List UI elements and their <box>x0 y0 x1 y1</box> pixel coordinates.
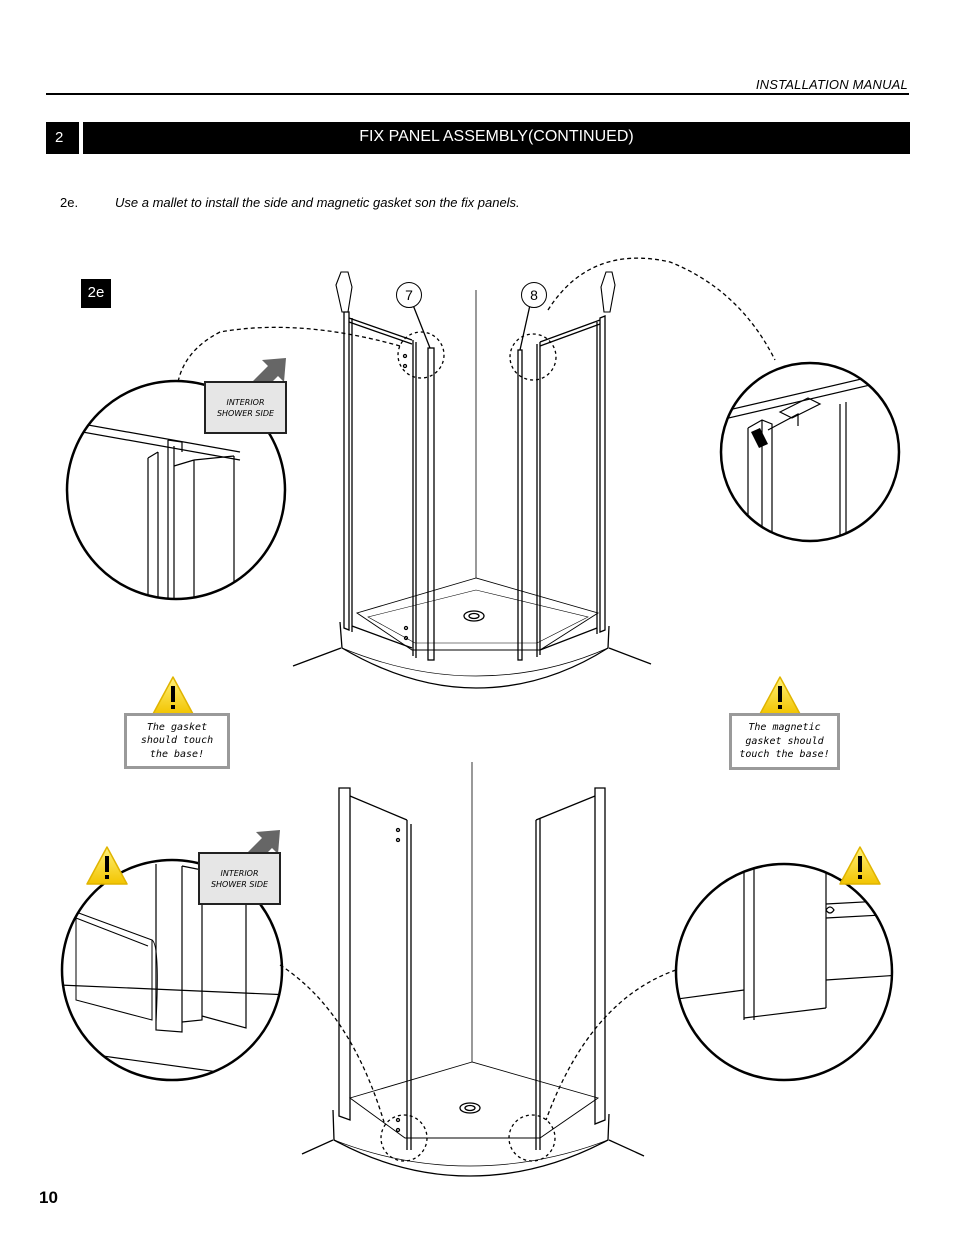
callout-7: 7 <box>396 282 422 308</box>
warning-triangle-icon <box>759 676 801 715</box>
warning-triangle-icon <box>152 676 194 715</box>
manual-label: INSTALLATION MANUAL <box>755 77 908 92</box>
warning-triangle-icon <box>839 846 881 885</box>
page-number: 10 <box>39 1188 58 1207</box>
warning-triangle-icon <box>86 846 128 885</box>
warning-note-magnetic-gasket: The magnetic gasket should touch the bas… <box>729 713 840 770</box>
bottom-shower-enclosure <box>301 762 645 1177</box>
section-title: FIX PANEL ASSEMBLY(CONTINUED) <box>83 122 910 154</box>
step-number: 2e. <box>60 195 79 210</box>
step-instruction: Use a mallet to install the side and mag… <box>115 195 520 210</box>
interior-side-label-top: INTERIOR SHOWER SIDE <box>204 381 287 434</box>
interior-side-label-bottom: INTERIOR SHOWER SIDE <box>198 852 281 905</box>
section-number: 2 <box>46 122 79 154</box>
top-shower-enclosure <box>292 271 652 689</box>
callout-8: 8 <box>521 282 547 308</box>
warning-note-gasket: The gasket should touch the base! <box>124 713 230 769</box>
figure-tag: 2e <box>81 279 111 308</box>
header-rule <box>46 93 909 95</box>
